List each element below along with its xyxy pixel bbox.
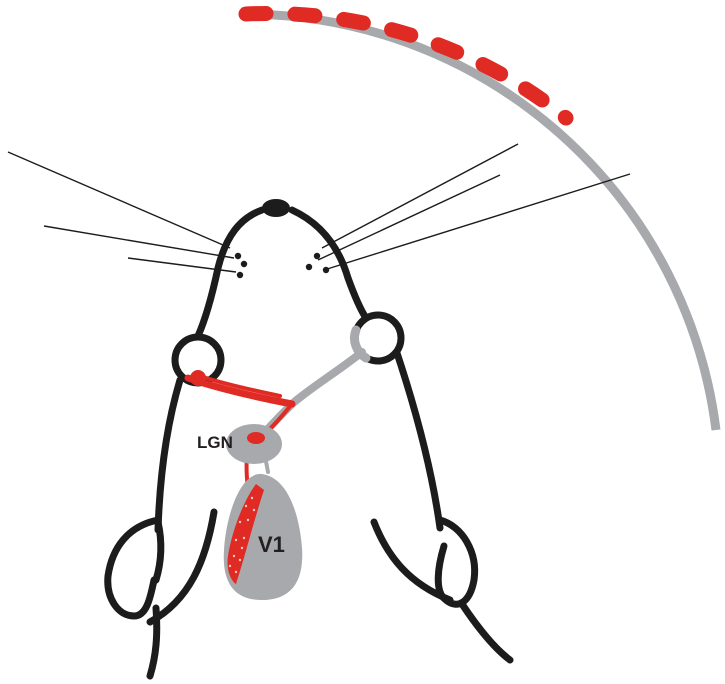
v1-label: V1 — [258, 532, 285, 557]
lgn-red-input — [247, 432, 265, 444]
lgn-label: LGN — [197, 433, 233, 452]
nose — [262, 199, 290, 217]
lgn-nucleus — [226, 424, 282, 464]
mouse-outline — [108, 210, 510, 676]
left-eye-retina-red — [190, 370, 206, 386]
whiskers — [8, 144, 630, 272]
whisker-dots — [235, 253, 329, 278]
